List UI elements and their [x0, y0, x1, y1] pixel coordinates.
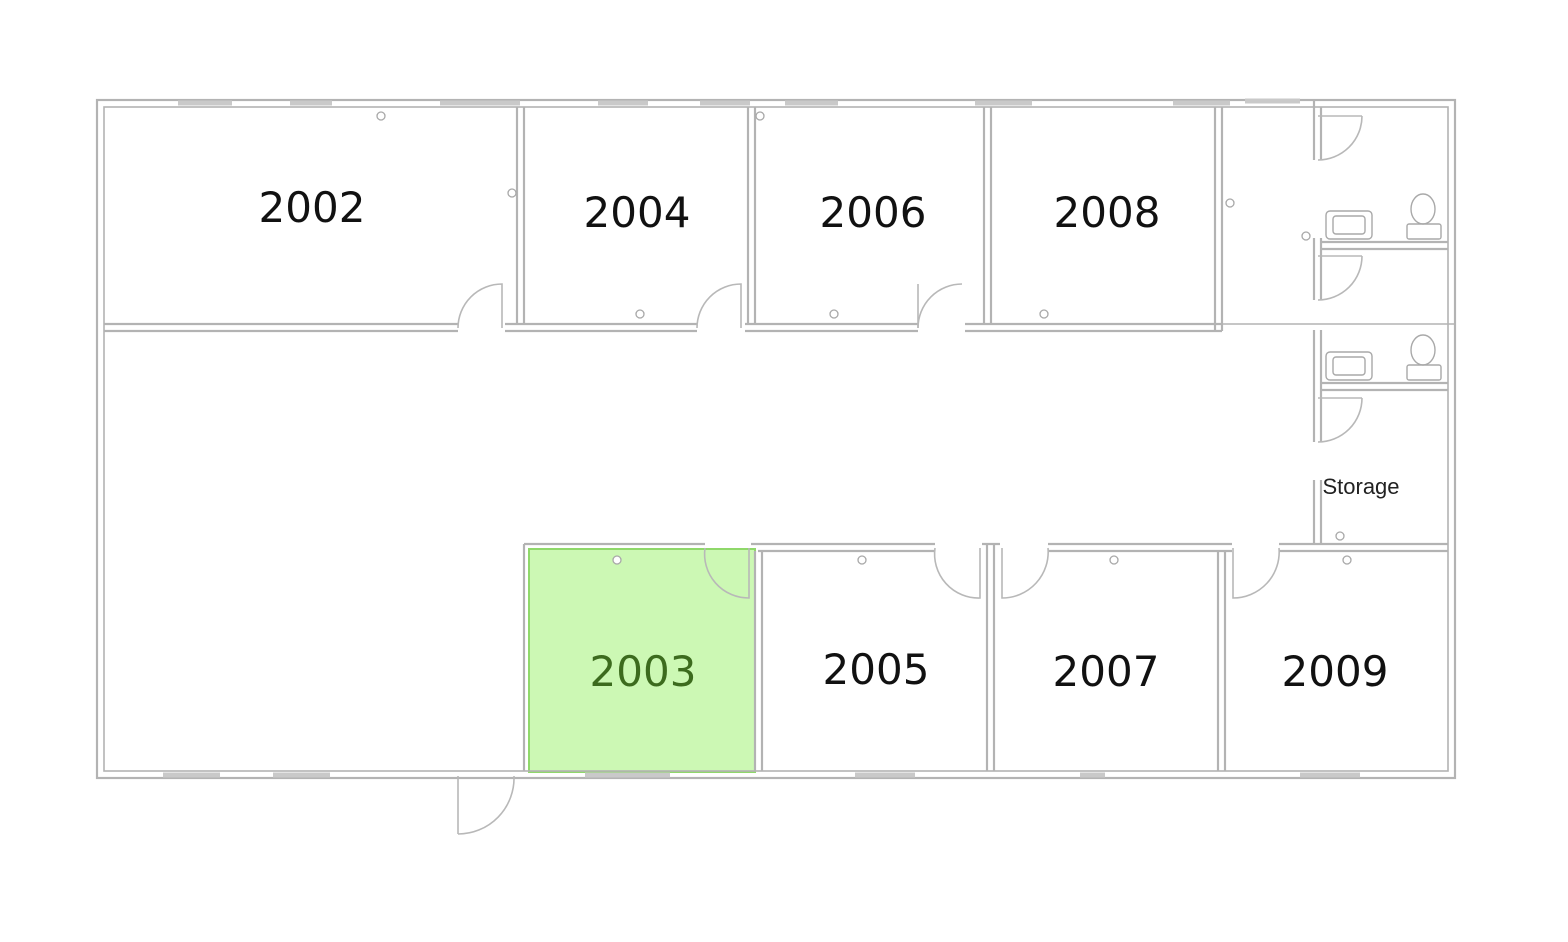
room-labels: 2002 2004 2006 2008 2003 2005 2007 2009 …: [259, 183, 1400, 696]
interior-walls: [104, 100, 1455, 771]
room-label-2005: 2005: [823, 645, 930, 694]
room-2003-highlight: [528, 548, 756, 773]
room-label-2006: 2006: [820, 188, 927, 237]
room-label-2007: 2007: [1053, 647, 1160, 696]
room-label-2003: 2003: [590, 647, 697, 696]
outlet-markers: [376, 111, 1352, 565]
room-label-2004: 2004: [584, 188, 691, 237]
room-label-2009: 2009: [1282, 647, 1389, 696]
room-label-2008: 2008: [1054, 188, 1161, 237]
room-storage[interactable]: [1324, 393, 1445, 541]
exterior-walls: [95, 98, 1457, 780]
restroom-fixtures: [1325, 193, 1442, 381]
doors: [457, 115, 1363, 835]
storage-label: Storage: [1322, 474, 1399, 499]
windows: [163, 98, 1360, 778]
room-label-2002: 2002: [259, 183, 366, 232]
